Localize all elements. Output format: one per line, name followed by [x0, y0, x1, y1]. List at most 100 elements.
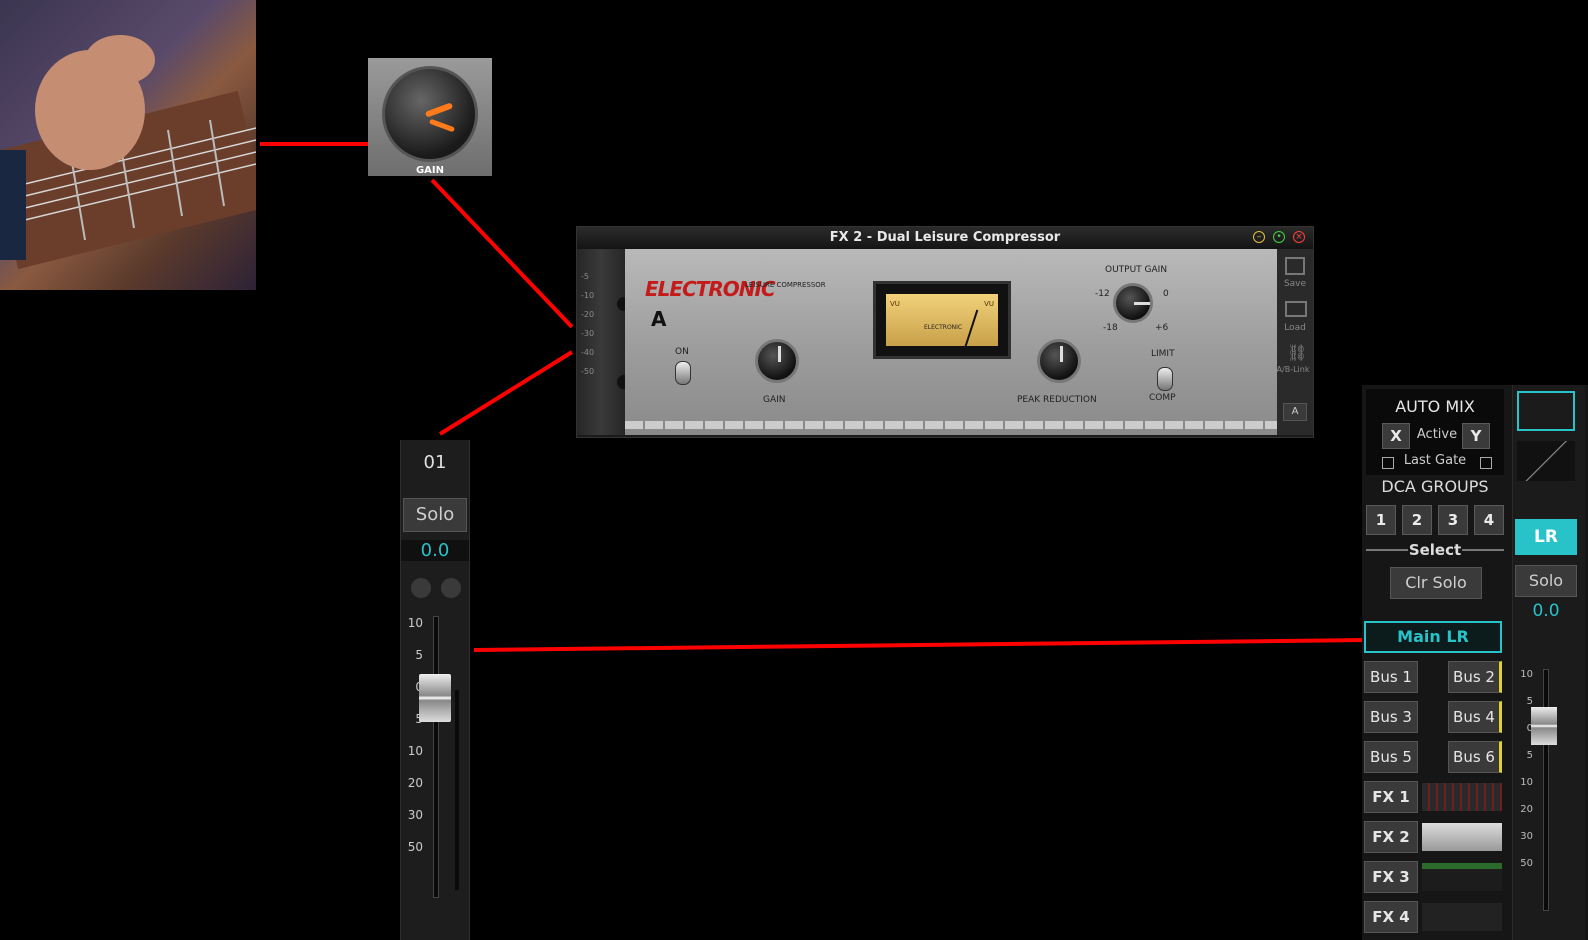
auto-mix-active-label: Active: [1416, 427, 1458, 442]
output-gain-label: OUTPUT GAIN: [1105, 265, 1168, 275]
lr-level-value: 0.0: [1532, 601, 1560, 621]
auto-mix-title: AUTO MIX: [1395, 397, 1475, 416]
gain-knob[interactable]: [755, 339, 799, 383]
knob-tick-icon: [428, 118, 456, 133]
vu-left-label: VU: [890, 300, 900, 308]
vu-brand-label: ELECTRONIC: [924, 324, 963, 331]
bus-2-button[interactable]: Bus 2: [1448, 661, 1502, 693]
bass-guitar-image: [0, 35, 256, 270]
lr-fader-track[interactable]: [1543, 669, 1549, 911]
knob-pointer-icon: [1060, 346, 1063, 362]
lr-strip: LR Solo 0.0 10 5 0 5 10 20 30 50: [1512, 385, 1585, 940]
brand-subtitle: LEISURE COMPRESSOR: [745, 281, 826, 289]
channel-number: 01: [423, 452, 447, 473]
compressor-faceplate: ELECTRONIC LEISURE COMPRESSOR A ON GAIN …: [625, 249, 1277, 435]
vu-needle-icon: [964, 309, 979, 349]
main-lr-button[interactable]: Main LR: [1364, 621, 1502, 653]
auto-mix-x-button[interactable]: X: [1382, 423, 1410, 449]
fx-2-thumbnail[interactable]: [1422, 823, 1502, 851]
peak-reduction-knob[interactable]: [1037, 339, 1081, 383]
gain-knob-tile[interactable]: GAIN: [368, 58, 492, 176]
knob-pointer-icon: [778, 346, 781, 362]
comp-label: COMP: [1149, 393, 1176, 403]
channel-level-value: 0.0: [401, 540, 469, 561]
maximize-icon[interactable]: •: [1273, 231, 1285, 243]
lr-fader-cap[interactable]: [1531, 707, 1557, 745]
led-icon: [411, 578, 431, 598]
ab-link-label: A/B-Link: [1276, 365, 1310, 374]
save-label: Save: [1283, 279, 1307, 289]
output-gain-low: -18: [1103, 323, 1118, 333]
peak-reduction-label: PEAK REDUCTION: [1017, 395, 1097, 405]
fader-track[interactable]: [433, 616, 439, 898]
dca-3-button[interactable]: 3: [1438, 505, 1468, 535]
fader-scale: 10 5 0 5 10 20 30 50: [407, 616, 423, 854]
vu-right-label: VU: [984, 300, 994, 308]
output-gain-knob[interactable]: [1113, 283, 1153, 323]
load-folder-icon[interactable]: [1285, 301, 1307, 317]
on-label: ON: [675, 347, 689, 357]
last-gate-checkbox[interactable]: [1382, 457, 1394, 469]
lr-solo-button[interactable]: Solo: [1515, 565, 1577, 597]
output-gain-max: 0: [1163, 289, 1169, 299]
last-gate-label: Last Gate: [1403, 453, 1467, 468]
channel-strip-01: 01 Solo 0.0 10 5 0 5 10 20 30 50: [400, 440, 470, 940]
save-icon[interactable]: [1285, 257, 1305, 275]
input-meter: -5 -10 -20 -30 -40 -50: [577, 249, 631, 435]
fx-4-thumbnail[interactable]: [1422, 903, 1502, 931]
brand-logo: ELECTRONIC: [645, 277, 776, 301]
bus-1-button[interactable]: Bus 1: [1364, 661, 1418, 693]
dca-4-button[interactable]: 4: [1474, 505, 1504, 535]
guitar-video-thumbnail: [0, 0, 256, 290]
fx-4-button[interactable]: FX 4: [1364, 901, 1418, 933]
knob-tick-icon: [424, 102, 454, 118]
bus-5-button[interactable]: Bus 5: [1364, 741, 1418, 773]
lr-button[interactable]: LR: [1515, 519, 1577, 555]
limit-comp-toggle[interactable]: [1157, 367, 1173, 391]
fx-1-button[interactable]: FX 1: [1364, 781, 1418, 813]
solo-button[interactable]: Solo: [403, 498, 467, 532]
lr-meter-display: [1517, 391, 1575, 431]
mixer-right-panel: AUTO MIX X Active Y Last Gate DCA GROUPS…: [1362, 385, 1588, 940]
dca-1-button[interactable]: 1: [1366, 505, 1396, 535]
fader-cap[interactable]: [419, 674, 451, 722]
fx-plugin-window: FX 2 - Dual Leisure Compressor – • × -5 …: [576, 226, 1314, 438]
preset-slot-label: A: [651, 307, 667, 331]
dca-2-button[interactable]: 2: [1402, 505, 1432, 535]
select-label: Select: [1408, 541, 1462, 559]
minimize-icon[interactable]: –: [1253, 231, 1265, 243]
gain-knob[interactable]: [382, 66, 478, 162]
fx-titlebar[interactable]: FX 2 - Dual Leisure Compressor – • ×: [577, 227, 1313, 249]
meter-scale: -5 -10 -20 -30 -40 -50: [581, 272, 595, 376]
on-toggle-switch[interactable]: [675, 361, 691, 385]
lr-fader-scale: 10 5 0 5 10 20 30 50: [1520, 669, 1533, 869]
clr-solo-button[interactable]: Clr Solo: [1390, 567, 1482, 599]
output-gain-min: -12: [1095, 289, 1110, 299]
led-icon: [441, 578, 461, 598]
fx-2-button[interactable]: FX 2: [1364, 821, 1418, 853]
auto-mix-y-button[interactable]: Y: [1462, 423, 1490, 449]
vu-meter-face: VU VU ELECTRONIC: [886, 294, 998, 349]
fx-1-thumbnail[interactable]: [1422, 783, 1502, 811]
auto-mix-box: AUTO MIX X Active Y Last Gate: [1366, 389, 1504, 475]
output-gain-high: +6: [1155, 323, 1169, 333]
signal-meter: [455, 690, 459, 890]
fx-3-thumbnail[interactable]: [1422, 863, 1502, 891]
last-gate-checkbox-right[interactable]: [1480, 457, 1492, 469]
knob-pointer-icon: [1134, 302, 1150, 305]
bus-3-button[interactable]: Bus 3: [1364, 701, 1418, 733]
link-icon[interactable]: ⛓: [1287, 343, 1308, 362]
ab-slot-button[interactable]: A: [1283, 403, 1307, 421]
vu-meter: VU VU ELECTRONIC: [873, 281, 1011, 359]
bus-4-button[interactable]: Bus 4: [1448, 701, 1502, 733]
close-icon[interactable]: ×: [1293, 231, 1305, 243]
gain-label: GAIN: [415, 165, 445, 176]
lr-curve-display: [1517, 441, 1575, 481]
faceplate-bottom-strip: [625, 421, 1277, 429]
load-label: Load: [1284, 323, 1306, 333]
plugin-side-toolbar: Save Load ⛓ A/B-Link A: [1277, 249, 1313, 435]
fx-3-button[interactable]: FX 3: [1364, 861, 1418, 893]
fx-window-title: FX 2 - Dual Leisure Compressor: [829, 230, 1061, 245]
bus-6-button[interactable]: Bus 6: [1448, 741, 1502, 773]
